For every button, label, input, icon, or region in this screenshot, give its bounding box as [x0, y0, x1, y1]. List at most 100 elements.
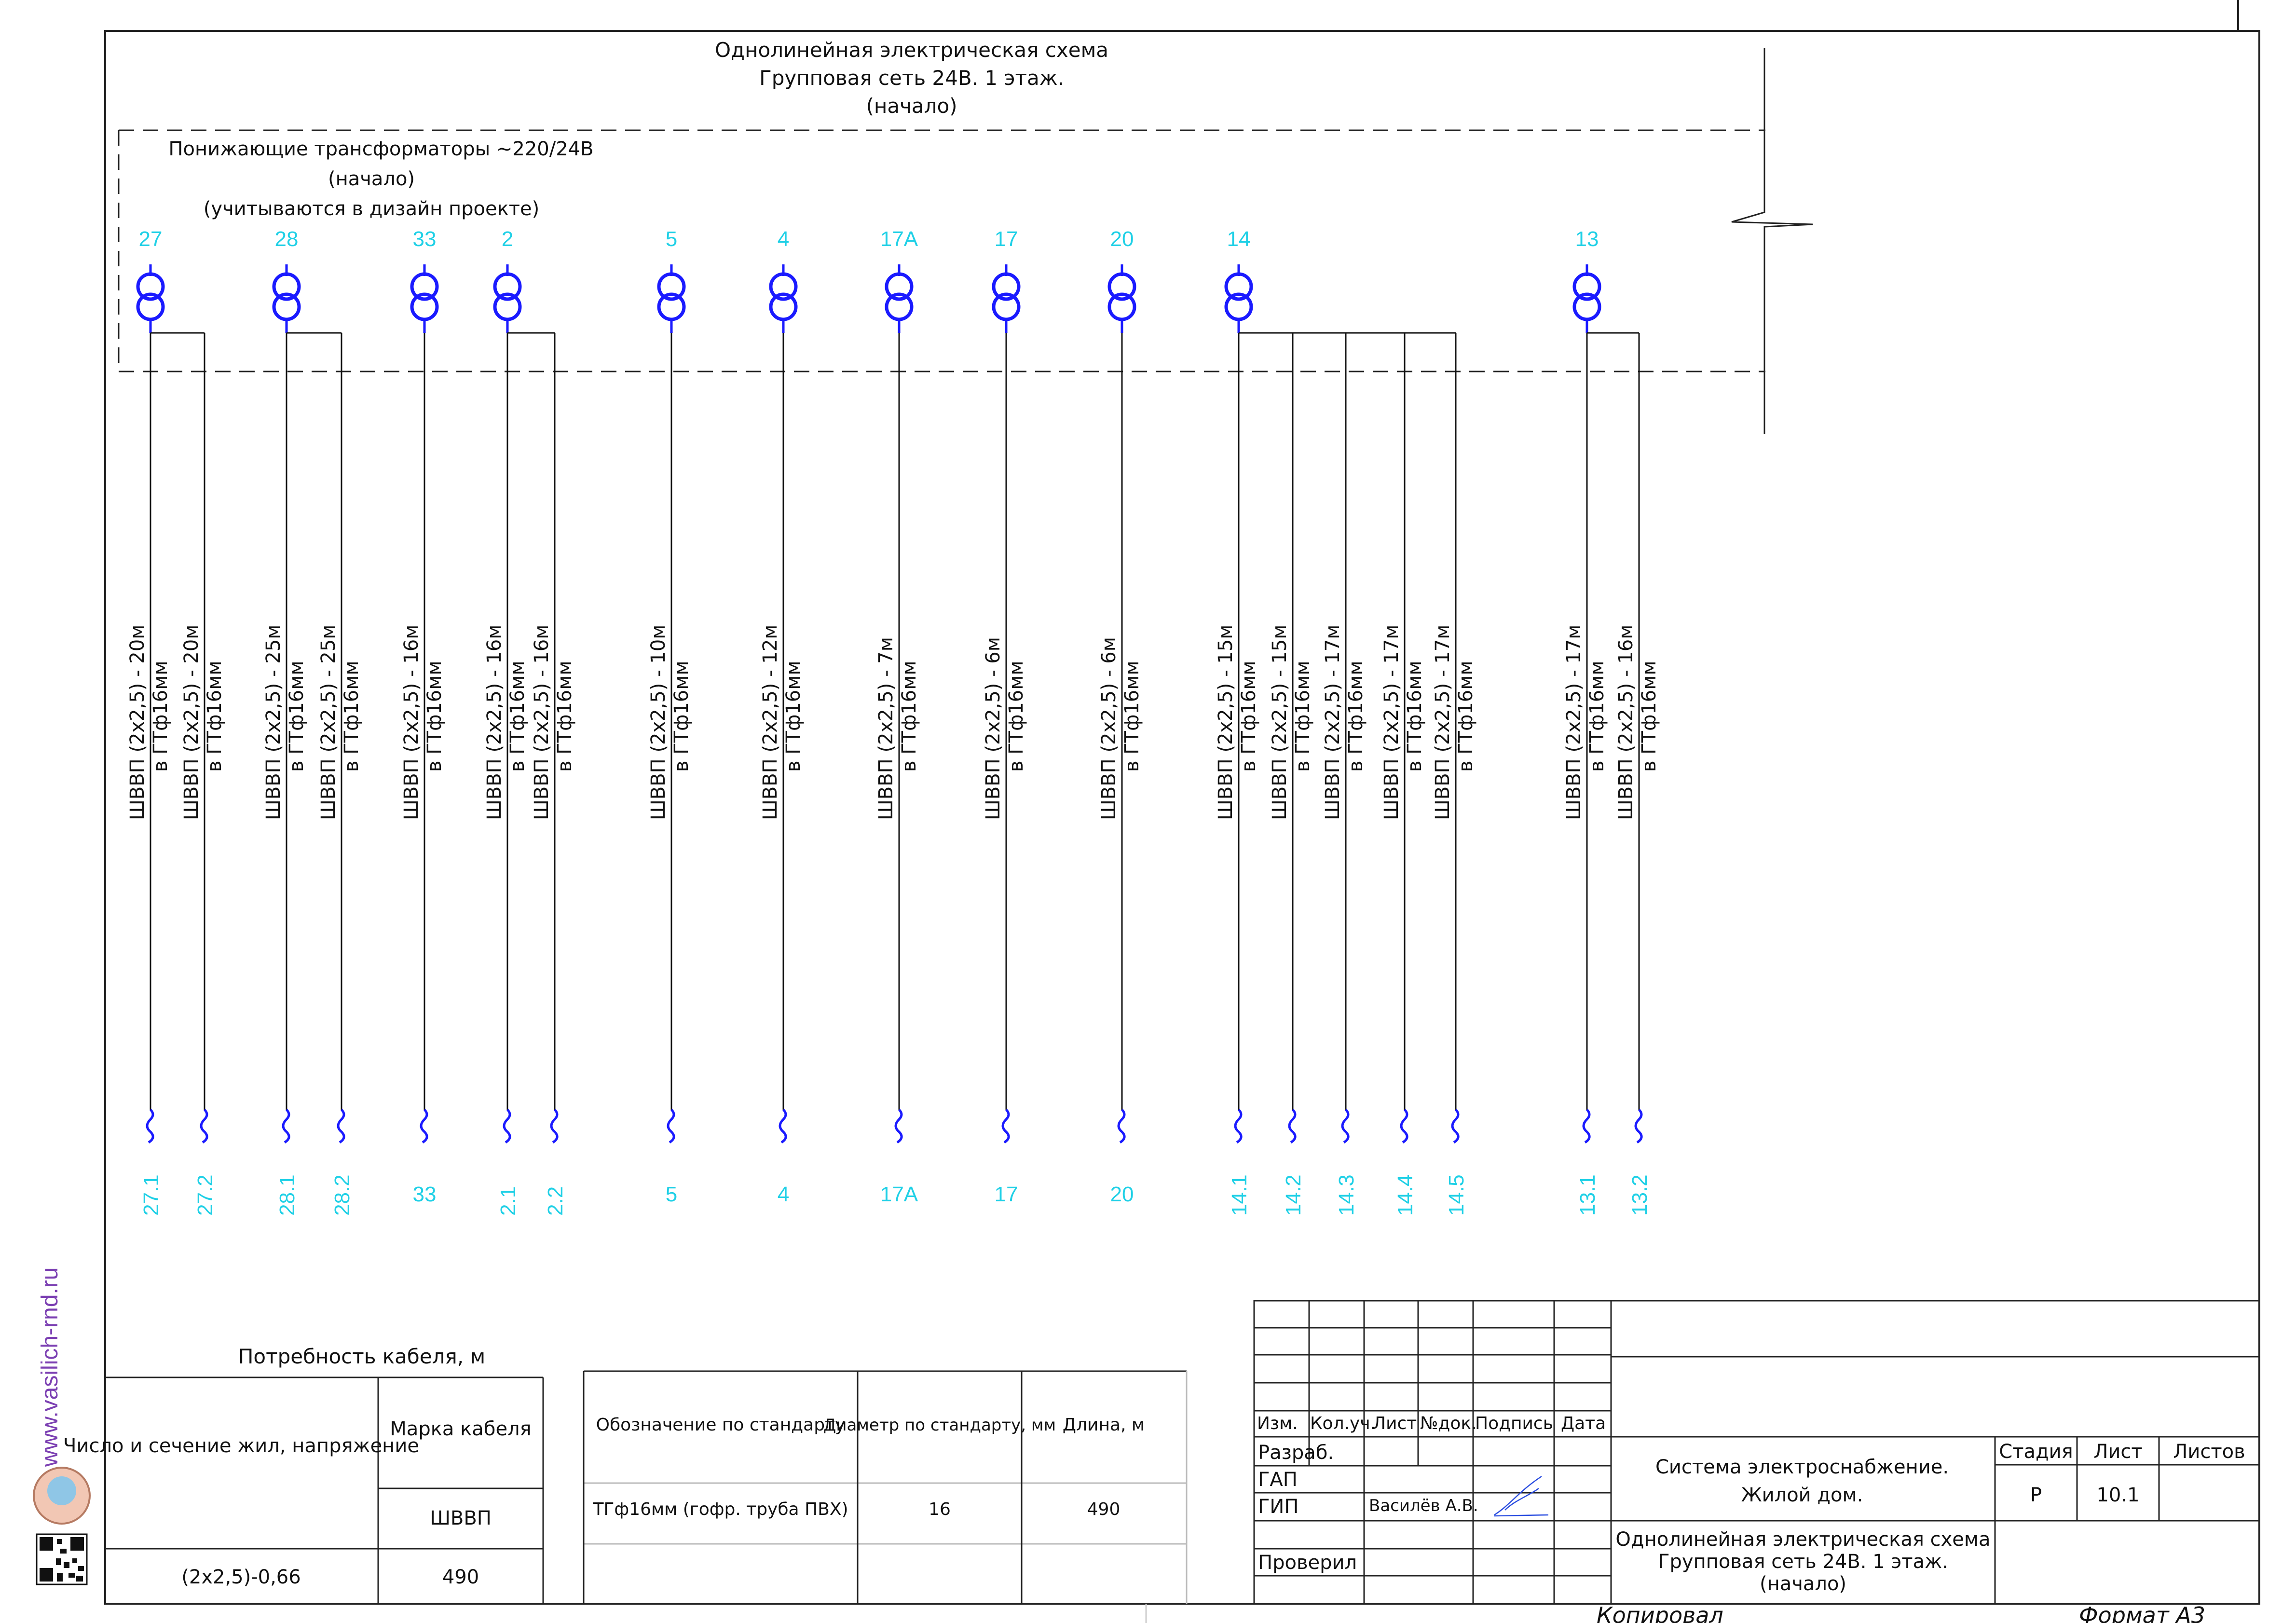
cable-spec: ШВВП (2х2,5) - 6м — [982, 637, 1004, 820]
transformer-winding-primary — [136, 272, 165, 301]
cable-spec: ШВВП (2х2,5) - 20м — [180, 625, 203, 820]
conduit-row-diameter: 16 — [929, 1499, 951, 1519]
conduit-spec: в ГТф16мм — [1586, 660, 1608, 772]
outlet-wave — [1001, 1109, 1010, 1144]
cable-table: Потребность кабеля, м Число и сечение жи… — [63, 1345, 544, 1604]
tb-sheet: 10.1 — [2096, 1484, 2139, 1506]
cable-spec: ШВВП (2х2,5) - 10м — [647, 625, 670, 820]
outlet-wave — [550, 1109, 559, 1144]
outlet-label: 14.3 — [1335, 1174, 1358, 1216]
transformer-id-label: 14 — [1227, 227, 1251, 251]
transformer-winding-primary — [493, 272, 522, 301]
transformers-caption: Понижающие трансформаторы ~220/24В (нача… — [168, 138, 593, 220]
conduit-spec: в ГТф16мм — [1638, 660, 1660, 772]
outlet-label: 28.1 — [275, 1174, 299, 1216]
outlet-wave — [1634, 1109, 1643, 1144]
conduit-spec: в ГТф16мм — [782, 660, 805, 772]
outlet-label: 2.2 — [544, 1186, 567, 1216]
outlet-label: 28.2 — [330, 1174, 354, 1216]
outlet-label: 33 — [413, 1183, 437, 1206]
cable-row-spec: (2х2,5)-0,66 — [181, 1566, 301, 1588]
transformers-box — [118, 129, 1765, 372]
cable-spec: ШВВП (2х2,5) - 25м — [262, 625, 285, 820]
conduit-table: Обозначение по стандарту Диаметр по стан… — [583, 1370, 1188, 1604]
tb-col-data: Дата — [1561, 1414, 1606, 1433]
outlet-label: 4 — [778, 1183, 789, 1206]
cable-spec: ШВВП (2х2,5) - 17м — [1322, 625, 1344, 820]
transformer-id-label: 33 — [413, 227, 437, 251]
transformer-winding-primary — [992, 272, 1021, 301]
tb-stage-header: Стадия — [1999, 1441, 2073, 1463]
tb-col-list: Лист — [1373, 1414, 1417, 1433]
conduit-spec: в ГТф16мм — [1292, 660, 1314, 772]
tb-col-izm: Изм. — [1257, 1414, 1298, 1433]
conduit-spec: в ГТф16мм — [506, 660, 529, 772]
outlet-wave — [1582, 1109, 1591, 1144]
transformer-winding-primary — [272, 272, 301, 301]
title-line-3: (начало) — [866, 94, 957, 118]
cable-spec: ШВВП (2х2,5) - 12м — [759, 625, 781, 820]
transformer-winding-primary — [769, 272, 798, 301]
conduit-spec: в ГТф16мм — [1404, 660, 1426, 772]
outlet-label: 14.2 — [1282, 1174, 1305, 1216]
tb-role-gap: ГАП — [1258, 1469, 1298, 1491]
conduit-spec: в ГТф16мм — [554, 660, 576, 772]
outlet-label: 20 — [1110, 1183, 1134, 1206]
conduit-spec: в ГТф16мм — [1455, 660, 1477, 772]
outlet-wave — [1288, 1109, 1297, 1144]
cable-spec: ШВВП (2х2,5) - 16м — [531, 625, 553, 820]
drawing-frame — [104, 30, 2260, 1605]
cable-spec: ШВВП (2х2,5) - 7м — [875, 637, 897, 820]
qr-code-pattern — [40, 1537, 84, 1582]
transformer-winding-primary — [1572, 272, 1601, 301]
conduit-spec: в ГТф16мм — [670, 660, 693, 772]
outlet-wave — [667, 1109, 675, 1144]
outlet-label: 17 — [995, 1183, 1018, 1206]
outlet-label: 2.1 — [496, 1186, 520, 1216]
cable-spec: ШВВП (2х2,5) - 16м — [400, 625, 423, 820]
outlet-wave — [1451, 1109, 1460, 1144]
cable-spec: ШВВП (2х2,5) - 15м — [1269, 625, 1291, 820]
tb-stage: Р — [2030, 1484, 2042, 1506]
conduit-spec: в ГТф16мм — [286, 660, 308, 772]
conduit-spec: в ГТф16мм — [424, 660, 446, 772]
transformer-id-label: 17 — [995, 227, 1018, 251]
outlet-wave — [894, 1109, 903, 1144]
title-block: Изм. Кол.уч. Лист №док. Подпись Дата Раз… — [1253, 1300, 2260, 1605]
cable-spec: ШВВП (2х2,5) - 15м — [1215, 625, 1237, 820]
outlet-wave — [337, 1109, 345, 1144]
outlet-wave — [420, 1109, 428, 1144]
conduit-row-standard: ТГф16мм (гофр. труба ПВХ) — [592, 1499, 848, 1519]
tb-gip-name: Василёв А.В. — [1369, 1496, 1478, 1515]
tb-sheet-title-3: (начало) — [1760, 1573, 1846, 1595]
cable-spec: ШВВП (2х2,5) - 16м — [1615, 625, 1637, 820]
tb-sheet-title-1: Однолинейная электрическая схема — [1615, 1528, 1990, 1551]
outlet-wave — [146, 1109, 154, 1144]
outlet-wave — [779, 1109, 787, 1144]
transformer-id-label: 20 — [1110, 227, 1134, 251]
cable-brand: ШВВП — [430, 1507, 492, 1529]
conduit-spec: в ГТф16мм — [341, 660, 363, 772]
outlet-wave — [503, 1109, 511, 1144]
cable-spec: ШВВП (2х2,5) - 17м — [1432, 625, 1454, 820]
outlet-wave — [1341, 1109, 1350, 1144]
cable-table-caption: Потребность кабеля, м — [238, 1345, 485, 1368]
outlet-label: 27.2 — [193, 1174, 217, 1216]
conduit-header-length: Длина, м — [1063, 1415, 1145, 1435]
tb-role-razrab: Разраб. — [1258, 1442, 1334, 1464]
title-line-2: Групповая сеть 24В. 1 этаж. — [759, 66, 1064, 90]
cable-spec: ШВВП (2х2,5) - 20м — [126, 625, 149, 820]
tb-sheet-title-2: Групповая сеть 24В. 1 этаж. — [1658, 1551, 1948, 1573]
outlet-wave — [200, 1109, 208, 1144]
transformer-id-label: 27 — [139, 227, 163, 251]
outlet-label: 5 — [666, 1183, 677, 1206]
conduit-spec: в ГТф16мм — [204, 660, 226, 772]
conduit-spec: в ГТф16мм — [1005, 660, 1027, 772]
conduit-spec: в ГТф16мм — [1121, 660, 1143, 772]
transformer-winding-primary — [1107, 272, 1136, 301]
tb-role-proveril: Проверил — [1258, 1552, 1357, 1574]
conduit-header-standard: Обозначение по стандарту — [596, 1415, 846, 1435]
transformer-id-label: 4 — [778, 227, 789, 251]
